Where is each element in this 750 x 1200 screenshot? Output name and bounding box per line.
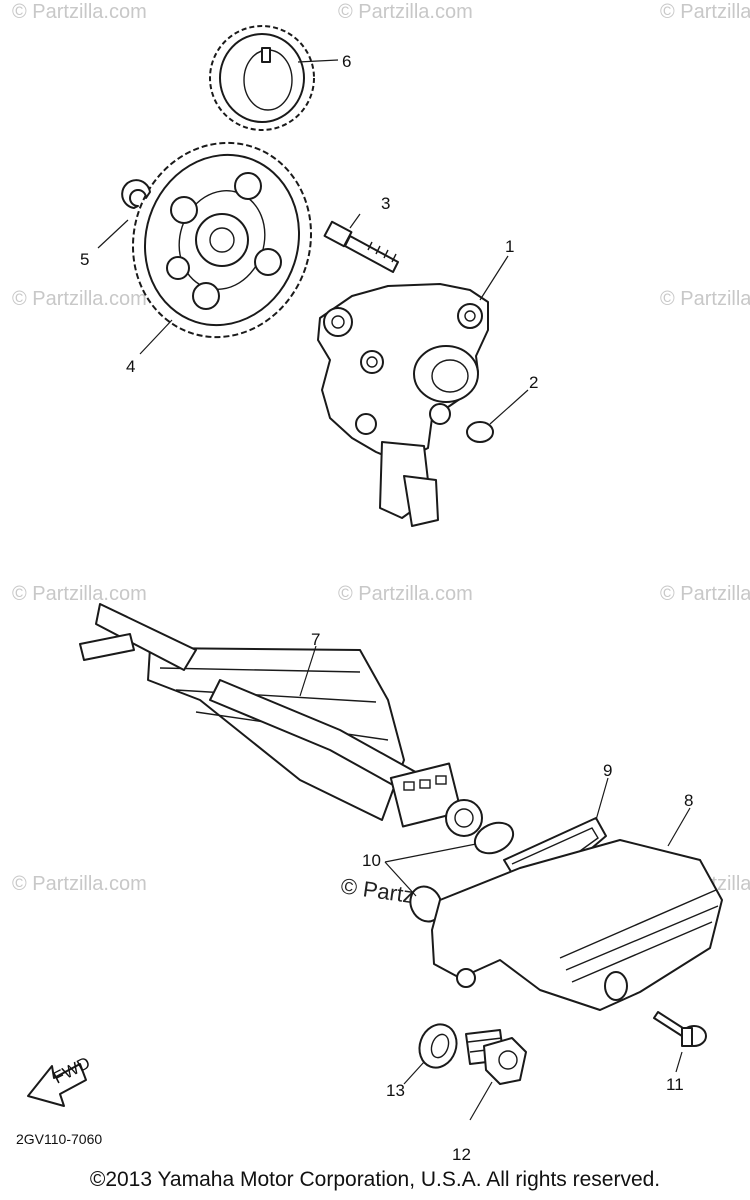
part-11-screw[interactable] xyxy=(653,1011,707,1047)
watermark: © Partzilla.com xyxy=(660,288,750,310)
watermark: © Partzilla.com xyxy=(12,583,147,605)
callout-9: 9 xyxy=(603,761,612,780)
callout-2: 2 xyxy=(529,373,538,392)
part-2-o-ring[interactable] xyxy=(466,421,494,443)
forward-arrow-icon: FWD xyxy=(27,1053,93,1107)
watermark: © Partzilla.com xyxy=(12,1,147,23)
callout-12: 12 xyxy=(452,1145,471,1164)
callout-numbers: 6 3 1 2 5 4 7 9 8 10 11 13 12 xyxy=(80,52,693,1164)
part-1-oil-pump[interactable] xyxy=(317,283,489,527)
leader-lines xyxy=(97,59,691,1121)
part-12-drain-plug[interactable] xyxy=(465,1029,527,1085)
callout-13: 13 xyxy=(386,1081,405,1100)
callout-8: 8 xyxy=(684,791,693,810)
callout-11: 11 xyxy=(666,1075,684,1094)
callout-4: 4 xyxy=(126,357,135,376)
callout-6: 6 xyxy=(342,52,351,71)
callout-5: 5 xyxy=(80,250,89,269)
watermark: © Partzilla.com xyxy=(338,583,473,605)
part-5-circlip[interactable] xyxy=(121,179,151,209)
part-6-small-gear[interactable] xyxy=(209,25,315,131)
watermark-layer: © Partzilla.com © Partzilla.com © Partzi… xyxy=(12,1,750,919)
reference-code: 2GV110-7060 xyxy=(16,1131,103,1147)
part-8-strainer-cover[interactable] xyxy=(431,839,723,1011)
watermark: © Partzilla.com xyxy=(660,1,750,23)
callout-10: 10 xyxy=(362,851,381,870)
watermark: © Partzilla.com xyxy=(12,288,147,310)
watermark: © Partzilla.com xyxy=(12,873,147,895)
copyright-notice: ©2013 Yamaha Motor Corporation, U.S.A. A… xyxy=(89,1168,661,1191)
callout-3: 3 xyxy=(381,194,390,213)
part-13-washer[interactable] xyxy=(414,1019,463,1073)
watermark: © Partzilla.com xyxy=(338,1,473,23)
callout-7: 7 xyxy=(311,630,320,649)
callout-1: 1 xyxy=(505,237,514,256)
part-4-large-gear[interactable] xyxy=(108,120,336,361)
watermark: © Partzilla.com xyxy=(660,583,750,605)
part-3-bolt[interactable] xyxy=(323,220,399,273)
part-7-strainer-pipe[interactable] xyxy=(79,603,483,837)
